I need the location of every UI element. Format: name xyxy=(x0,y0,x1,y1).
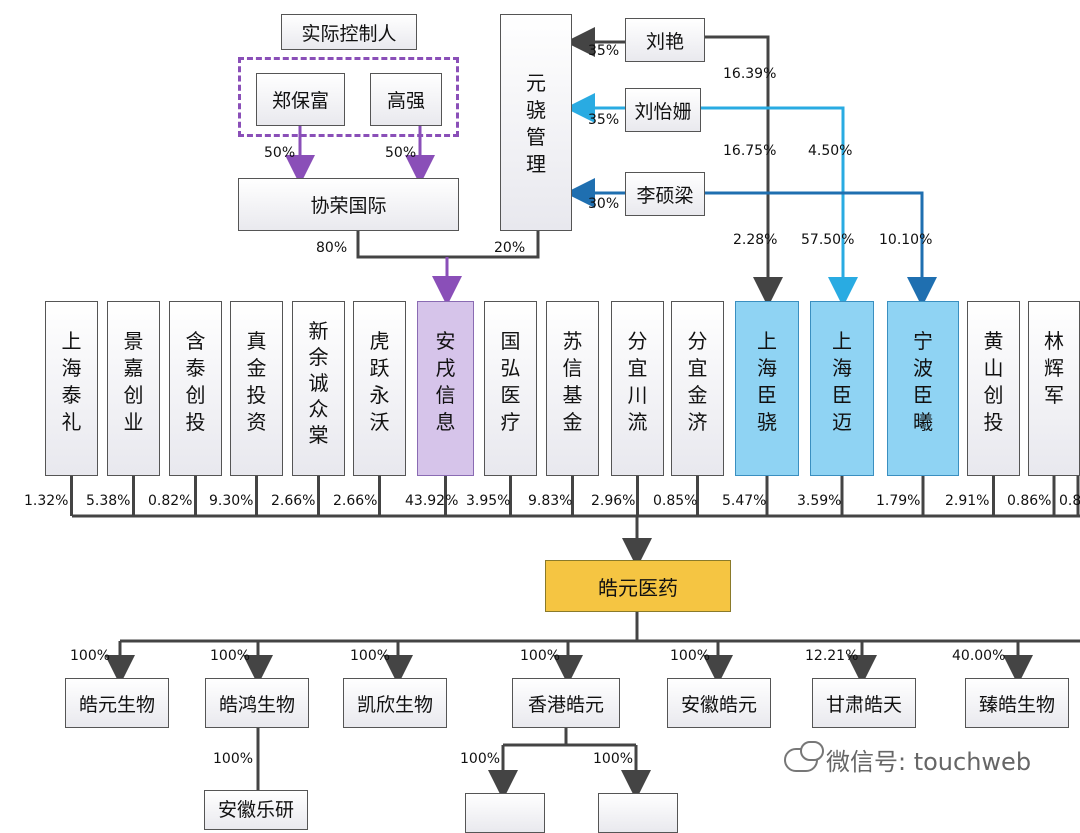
person-liu-yan: 刘艳 xyxy=(625,18,705,62)
shareholder-pct: 9.30% xyxy=(209,493,254,509)
pct-lishuoliang-yuanxiao: 30% xyxy=(588,196,620,212)
shareholder-pct: 1.79% xyxy=(876,493,921,509)
subsidiary-box: 甘肃皓天 xyxy=(812,678,916,728)
shareholder-pct: 5.47% xyxy=(722,493,767,509)
shareholder-box: 分宜金济 xyxy=(671,301,724,476)
hk-child-box-2 xyxy=(598,793,678,833)
shareholder-box: 林辉军 xyxy=(1028,301,1080,476)
shareholder-pct: 2.91% xyxy=(945,493,990,509)
pct-last-partial: 0.8 xyxy=(1059,493,1080,509)
pct-hk-child-2: 100% xyxy=(593,751,634,767)
pct-liuyan-yuanxiao: 35% xyxy=(588,43,620,59)
person-liu-yishan: 刘怡姗 xyxy=(625,88,701,132)
pct-liuyishan-fund: 16.75% xyxy=(723,143,777,159)
shareholder-pct: 5.38% xyxy=(86,493,131,509)
watermark-text: 微信号: touchweb xyxy=(826,748,1032,776)
shareholder-box: 黄山创投 xyxy=(967,301,1020,476)
shareholder-pct: 2.66% xyxy=(271,493,316,509)
subsidiary-box: 安徽皓元 xyxy=(667,678,771,728)
shareholder-pct: 3.59% xyxy=(797,493,842,509)
shareholder-pct: 0.86% xyxy=(1007,493,1052,509)
shareholder-box: 安戌信息 xyxy=(417,301,474,476)
controller-gao-qiang: 高强 xyxy=(370,73,442,126)
shareholder-box: 上海臣迈 xyxy=(810,301,874,476)
subsidiary-pct: 100% xyxy=(670,648,711,664)
person-li-shuoliang: 李硕梁 xyxy=(625,172,705,216)
actual-controller-label: 实际控制人 xyxy=(281,14,417,50)
watermark: 微信号: touchweb xyxy=(784,740,1032,777)
subsidiary-pct: 100% xyxy=(520,648,561,664)
pct-liuyishan-hold: 57.50% xyxy=(801,232,855,248)
subsidiary-box: 凯欣生物 xyxy=(343,678,447,728)
subsidiary-pct: 100% xyxy=(350,648,391,664)
shareholder-box: 景嘉创业 xyxy=(107,301,160,476)
shareholder-box: 宁波臣曦 xyxy=(887,301,959,476)
pct-haohong-child: 100% xyxy=(213,751,254,767)
pct-yuanxiao: 20% xyxy=(494,240,526,256)
shareholder-box: 含泰创投 xyxy=(169,301,222,476)
subsidiary-pct: 12.21% xyxy=(805,648,859,664)
subsidiary-pct: 100% xyxy=(210,648,251,664)
hk-child-box-1 xyxy=(465,793,545,833)
pct-gao: 50% xyxy=(385,145,417,161)
shareholder-box: 国弘医疗 xyxy=(484,301,537,476)
shareholder-pct: 2.96% xyxy=(591,493,636,509)
shareholder-box: 虎跃永沃 xyxy=(353,301,406,476)
pct-liuyan-hold: 2.28% xyxy=(733,232,778,248)
subsidiary-box: 皓元生物 xyxy=(65,678,169,728)
pct-liuyishan-other: 4.50% xyxy=(808,143,853,159)
subsidiary-box: 香港皓元 xyxy=(512,678,620,728)
subsidiary-pct: 40.00% xyxy=(952,648,1006,664)
shareholder-pct: 2.66% xyxy=(333,493,378,509)
pct-zheng: 50% xyxy=(264,145,296,161)
shareholder-box: 新余诚众棠 xyxy=(292,301,345,476)
shareholder-pct: 9.83% xyxy=(528,493,573,509)
controller-zheng-baofu: 郑保富 xyxy=(256,73,345,126)
anhui-leyan-partial: 安徽乐研 xyxy=(204,790,308,830)
company-haoyuan-pharma: 皓元医药 xyxy=(545,560,731,612)
shareholder-pct: 1.32% xyxy=(24,493,69,509)
wechat-icon xyxy=(784,740,824,772)
pct-hk-child-1: 100% xyxy=(460,751,501,767)
pct-liuyishan-yuanxiao: 35% xyxy=(588,112,620,128)
shareholder-box: 分宜川流 xyxy=(611,301,664,476)
subsidiary-pct: 100% xyxy=(70,648,111,664)
pct-xierong: 80% xyxy=(316,240,348,256)
shareholder-pct: 0.82% xyxy=(148,493,193,509)
yuanxiao-management: 元骁管理 xyxy=(500,14,572,231)
shareholder-box: 苏信基金 xyxy=(546,301,599,476)
shareholder-box: 上海泰礼 xyxy=(45,301,98,476)
pct-liuyan-fund: 16.39% xyxy=(723,66,777,82)
subsidiary-box: 臻皓生物 xyxy=(965,678,1069,728)
shareholder-pct: 0.85% xyxy=(653,493,698,509)
shareholder-box: 上海臣骁 xyxy=(735,301,799,476)
shareholder-pct: 3.95% xyxy=(466,493,511,509)
shareholder-pct: 43.92% xyxy=(405,493,459,509)
pct-lishuoliang-hold: 10.10% xyxy=(879,232,933,248)
xierong-international: 协荣国际 xyxy=(238,178,459,231)
subsidiary-box: 皓鸿生物 xyxy=(205,678,309,728)
shareholder-box: 真金投资 xyxy=(230,301,283,476)
controller-group xyxy=(238,57,459,137)
